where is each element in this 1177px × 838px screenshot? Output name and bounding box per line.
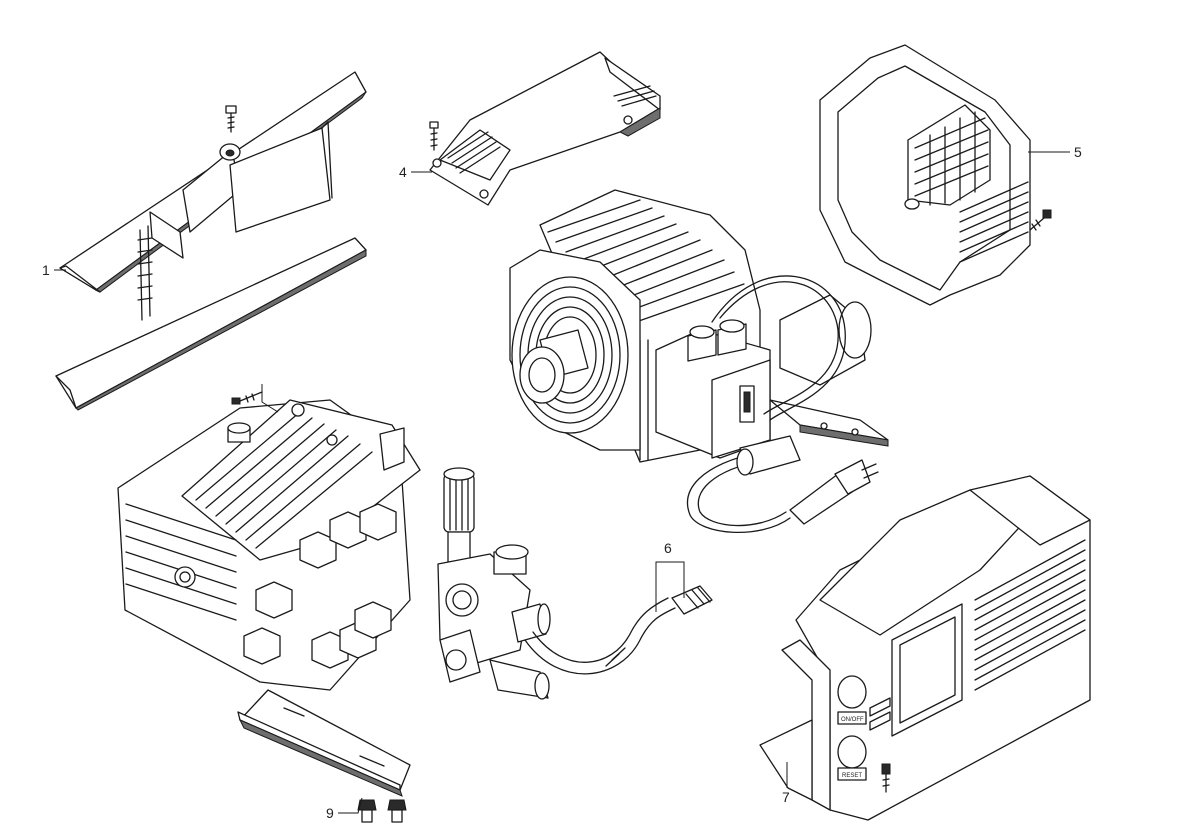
- part-9-bracket: [237, 689, 411, 823]
- unloader-valve: [437, 467, 551, 700]
- fan-cover-grille: [914, 111, 989, 206]
- callout-7: 7: [782, 762, 790, 805]
- part-4-grip-ribs: [447, 85, 657, 174]
- callout-9: 9: [326, 797, 363, 821]
- housing-label-upper: ON/OFF: [841, 717, 864, 723]
- housing-window: [891, 603, 963, 737]
- motor-shaft-hub: [519, 329, 589, 404]
- fan-cover-side-vents: [959, 181, 1029, 263]
- motor-foot-plate: [769, 399, 889, 447]
- power-cord: [686, 275, 879, 534]
- callout-5-label: 5: [1074, 144, 1082, 160]
- callout-5: 5: [1028, 144, 1082, 160]
- callout-6: 6: [655, 540, 685, 612]
- pump-valve-caps: [243, 503, 397, 669]
- callout-6-label: 6: [664, 540, 672, 556]
- motor-capacitor: [779, 294, 872, 386]
- part-5-screw-icon: [1029, 209, 1052, 231]
- part-4-handle: [429, 51, 661, 206]
- callout-1: 1: [42, 262, 66, 278]
- housing-label-plate: ON/OFF RESET: [837, 711, 867, 781]
- part-7-screw-icon: [881, 763, 891, 793]
- pump-screw-icon: [231, 384, 279, 413]
- valve-inlet-nut: [439, 629, 550, 700]
- callout-4-label: 4: [399, 164, 407, 180]
- housing-slot-icons: [869, 697, 891, 731]
- part-1-top-cover: [55, 71, 367, 411]
- housing-vents: [974, 539, 1086, 691]
- callout-9-label: 9: [326, 805, 334, 821]
- electric-motor: [509, 189, 889, 534]
- pump-oil-cap: [227, 422, 251, 443]
- part-6-hose: [524, 585, 713, 675]
- terminal-box: [655, 319, 771, 459]
- valve-outlet-fitting: [511, 603, 551, 643]
- part-1-screw-icon: [225, 105, 237, 133]
- callout-4: 4: [399, 164, 432, 180]
- part-4-screw-icon: [429, 121, 439, 151]
- part-5-fan-cover: [819, 44, 1052, 306]
- part-1-ribs: [137, 237, 153, 301]
- part-9-bolt-icon: [357, 799, 407, 823]
- pump-side-vents: [125, 503, 237, 621]
- pump-head: [117, 384, 421, 691]
- callout-7-label: 7: [782, 789, 790, 805]
- callout-1-label: 1: [42, 262, 50, 278]
- part-7-front-housing: ON/OFF RESET: [759, 475, 1091, 821]
- pump-cooling-fins: [195, 411, 373, 549]
- housing-label-lower: RESET: [842, 773, 862, 779]
